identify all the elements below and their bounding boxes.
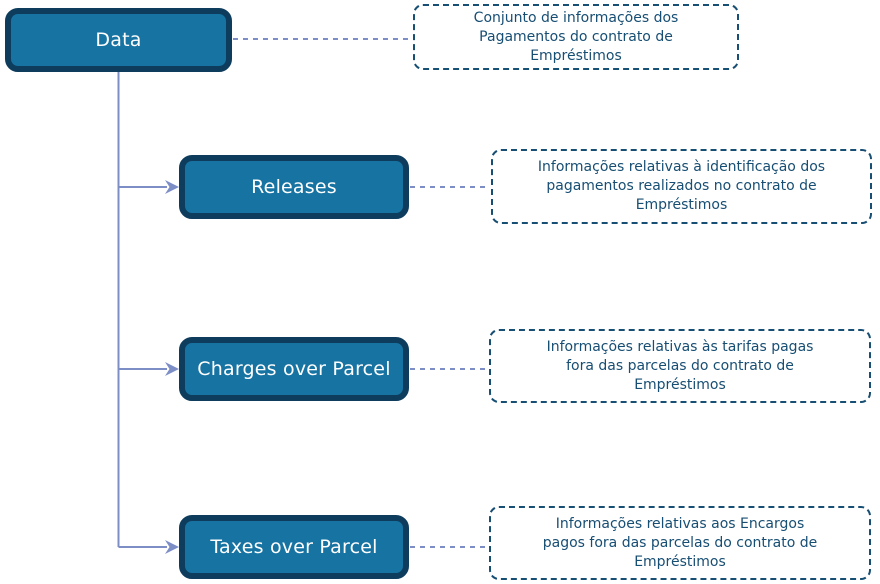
arrow-right-icon [165,362,179,376]
note-charges-over-parcel: Informações relativas às tarifas pagas f… [489,329,871,403]
node-releases-label: Releases [251,176,337,198]
note-taxes-over-parcel: Informações relativas aos Encargos pagos… [489,506,871,580]
node-releases: Releases [179,155,409,219]
node-charges-over-parcel-label: Charges over Parcel [197,358,391,380]
node-charges-over-parcel: Charges over Parcel [179,337,409,401]
node-taxes-over-parcel: Taxes over Parcel [179,515,409,579]
note-data: Conjunto de informações dos Pagamentos d… [413,4,739,70]
node-data-label: Data [95,29,142,51]
node-data: Data [5,8,232,72]
arrow-right-icon [165,540,179,554]
arrow-right-icon [165,180,179,194]
node-taxes-over-parcel-label: Taxes over Parcel [210,536,378,558]
note-releases: Informações relativas à identificação do… [491,149,872,224]
